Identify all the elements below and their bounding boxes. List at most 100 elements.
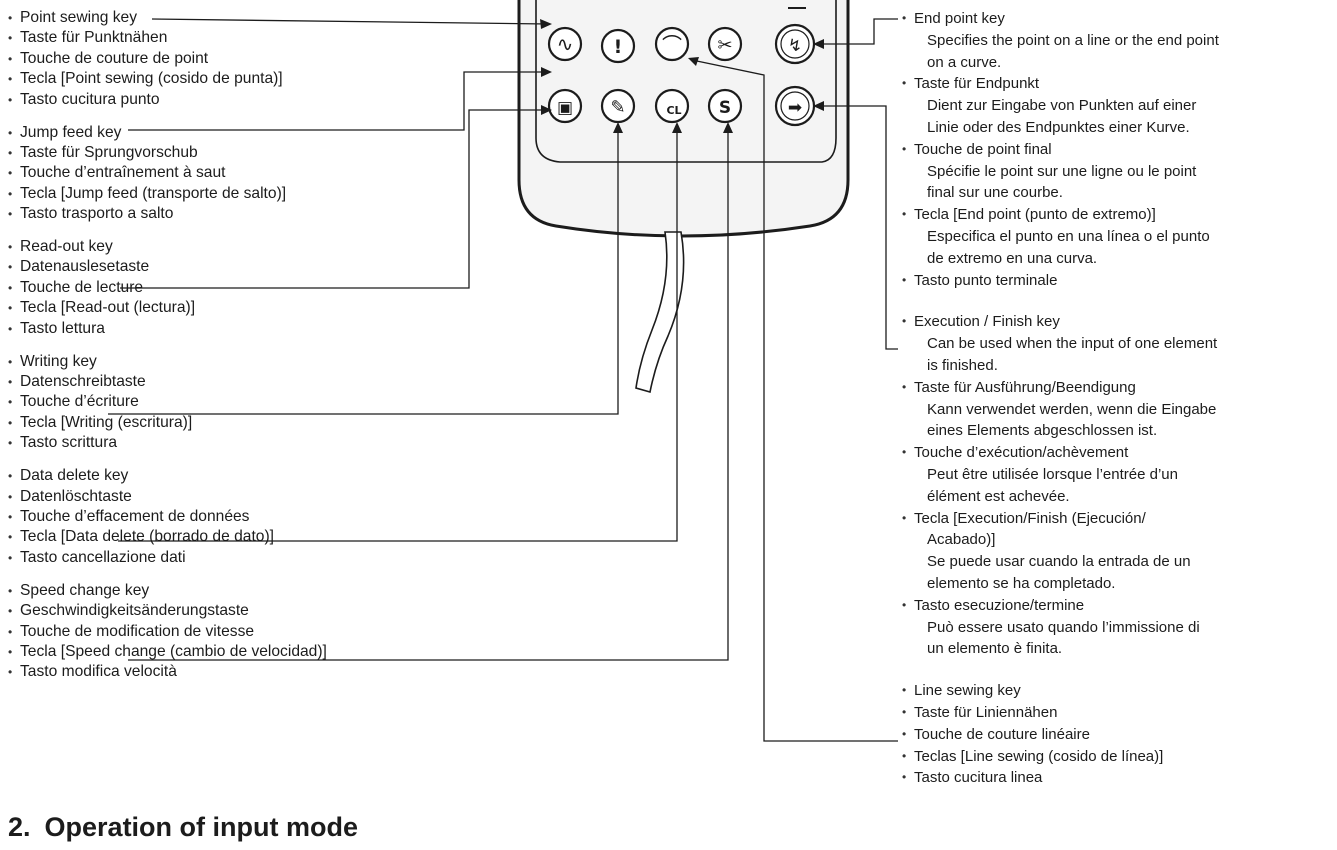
section-number: 2. [8, 812, 31, 842]
line-sewing-key[interactable]: ⌒ [654, 26, 690, 62]
execution-it-desc-1: Può essere usato quando l’immissione di [927, 618, 1200, 636]
arrowhead-read-out [541, 105, 552, 115]
writing-en: Writing key [8, 352, 468, 373]
read-out-fr: Touche de lecture [8, 278, 468, 299]
jump-feed-it: Tasto trasporto a salto [8, 204, 468, 225]
end-point-key-icon: ↯ [788, 36, 802, 56]
speed-change-de: Geschwindigkeitsänderungstaste [8, 601, 468, 622]
end-point-fr-desc-2: final sur une courbe. [927, 184, 1063, 202]
jump-feed-key[interactable]: ! [600, 28, 636, 64]
end-point-fr-title: Touche de point final [914, 140, 1052, 158]
read-out-key[interactable]: ▣ [547, 88, 583, 124]
execution-fr-desc-1: Peut être utilisée lorsque l’entrée d’un [927, 465, 1178, 483]
end-point-es-desc-2: de extremo en una curva. [927, 249, 1098, 267]
point-sewing-key-icon: ∿ [557, 32, 574, 56]
jump-feed-en: Jump feed key [8, 123, 468, 144]
speed-change-key[interactable]: S [707, 88, 743, 124]
execution-de-desc-1: Kann verwendet werden, wenn die Eingabe [927, 400, 1217, 418]
end-point-key[interactable]: ↯ [774, 23, 816, 65]
section-heading: 2. Operation of input mode [8, 812, 372, 843]
arrowhead-execution [813, 101, 824, 111]
end-point-en: End point key Specifies the point on a l… [902, 8, 1332, 73]
execution-de: Taste für Ausführung/Beendigung Kann ver… [902, 377, 1332, 442]
arrowhead-end-point [813, 39, 824, 49]
data-delete-it: Tasto cancellazione dati [8, 548, 468, 569]
data-delete-key-icon: CL [666, 104, 681, 117]
panel-cable [635, 231, 685, 394]
jump-feed-es: Tecla [Jump feed (transporte de salto)] [8, 184, 468, 205]
end-point-es-title: Tecla [End point (punto de extremo)] [914, 206, 1156, 224]
end-point-es: Tecla [End point (punto de extremo)] Esp… [902, 204, 1332, 269]
leader-execution [817, 105, 898, 350]
execution-es-title-2: Acabado)] [927, 531, 996, 549]
execution-es: Tecla [Execution/Finish (Ejecución/ Acab… [902, 508, 1332, 595]
arrowhead-point-sewing [540, 19, 552, 29]
execution-finish-key[interactable]: ➡ [774, 85, 816, 127]
end-point-de-title: Taste für Endpunkt [914, 75, 1040, 93]
writing-key-icon: ✎ [610, 97, 625, 118]
execution-de-title: Taste für Ausführung/Beendigung [914, 378, 1136, 396]
writing-es: Tecla [Writing (escritura)] [8, 413, 468, 434]
execution-en: Execution / Finish key Can be used when … [902, 311, 1332, 376]
end-point-de: Taste für Endpunkt Dient zur Eingabe von… [902, 73, 1332, 138]
leader-line-sewing [691, 59, 898, 742]
line-sewing-en: Line sewing key [902, 680, 1332, 702]
end-point-en-desc-2: on a curve. [927, 53, 1002, 71]
speed-change-it: Tasto modifica velocità [8, 662, 468, 683]
line-sewing-it: Tasto cucitura linea [902, 767, 1332, 789]
end-point-it-title: Tasto punto terminale [914, 271, 1058, 289]
point-sewing-de: Taste für Punktnähen [8, 28, 468, 49]
end-point-de-desc-1: Dient zur Eingabe von Punkten auf einer [927, 97, 1197, 115]
execution-it: Tasto esecuzione/termine Può essere usat… [902, 595, 1332, 660]
writing-it: Tasto scrittura [8, 433, 468, 454]
arrowhead-speed-change [723, 122, 733, 133]
left-key-labels: Point sewing key Taste für Punktnähen To… [8, 8, 468, 683]
read-out-en: Read-out key [8, 237, 468, 258]
end-point-en-title: End point key [914, 10, 1005, 27]
execution-en-title: Execution / Finish key [914, 313, 1060, 331]
panel-inner-frame [535, 0, 837, 163]
arrowheads [540, 19, 824, 133]
writing-de: Datenschreibtaste [8, 372, 468, 393]
end-point-de-desc-2: Linie oder des Endpunktes einer Kurve. [927, 118, 1190, 136]
execution-de-desc-2: eines Elements abgeschlossen ist. [927, 422, 1158, 440]
read-out-it: Tasto lettura [8, 319, 468, 340]
data-delete-en: Data delete key [8, 466, 468, 487]
point-sewing-es: Tecla [Point sewing (cosido de punta)] [8, 69, 468, 90]
end-point-en-desc-1: Specifies the point on a line or the end… [927, 31, 1219, 49]
execution-es-desc-1: Se puede usar cuando la entrada de un [927, 553, 1191, 571]
data-delete-key[interactable]: CL [654, 88, 690, 124]
section-title: Operation of input mode [44, 812, 359, 842]
line-sewing-key-icon: ⌒ [662, 33, 682, 57]
speed-change-en: Speed change key [8, 581, 468, 602]
end-point-fr-desc-1: Spécifie le point sur une ligne ou le po… [927, 162, 1197, 180]
data-delete-es: Tecla [Data delete (borrado de dato)] [8, 527, 468, 548]
scissors-icon: ✂ [717, 35, 732, 56]
execution-es-title-1: Tecla [Execution/Finish (Ejecución/ [914, 509, 1146, 527]
speed-change-fr: Touche de modification de vitesse [8, 622, 468, 643]
arrowhead-jump-feed [541, 67, 552, 77]
end-point-it: Tasto punto terminale [902, 270, 1332, 292]
jump-feed-key-icon: ! [614, 36, 623, 58]
arrowhead-line-sewing [688, 57, 699, 66]
right-key-labels: End point key Specifies the point on a l… [902, 8, 1332, 789]
read-out-de: Datenauslesetaste [8, 257, 468, 278]
writing-key[interactable]: ✎ [600, 88, 636, 124]
data-delete-fr: Touche d’effacement de données [8, 507, 468, 528]
writing-fr: Touche d’écriture [8, 392, 468, 413]
execution-es-desc-2: elemento se ha completado. [927, 574, 1116, 592]
jump-feed-fr: Touche d’entraînement à saut [8, 163, 468, 184]
execution-en-desc-2: is finished. [927, 356, 998, 374]
read-out-key-icon: ▣ [557, 98, 573, 118]
data-delete-de: Datenlöschtaste [8, 487, 468, 508]
point-sewing-key[interactable]: ∿ [547, 26, 583, 62]
arrow-right-icon: ➡ [788, 98, 802, 118]
execution-it-title: Tasto esecuzione/termine [914, 596, 1085, 614]
line-sewing-es: Teclas [Line sewing (cosido de línea)] [902, 746, 1332, 768]
point-sewing-fr: Touche de couture de point [8, 49, 468, 70]
thread-trim-key[interactable]: ✂ [707, 26, 743, 62]
execution-fr: Touche d’exécution/achèvement Peut être … [902, 442, 1332, 507]
point-sewing-it: Tasto cucitura punto [8, 90, 468, 111]
